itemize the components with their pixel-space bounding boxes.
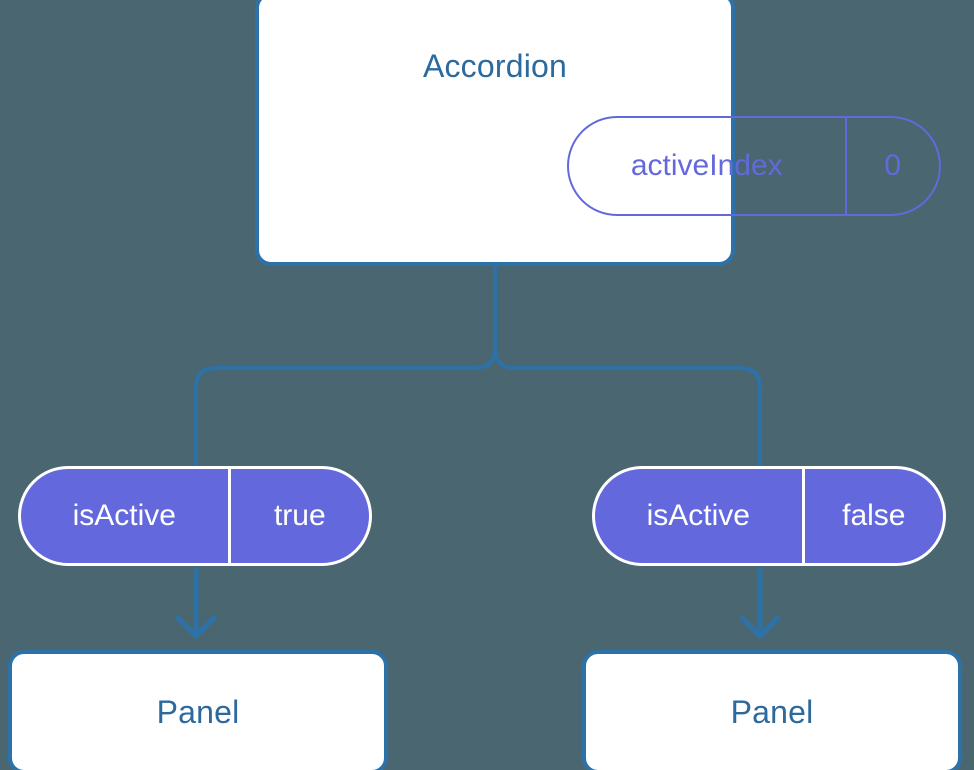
prop-pill-value: false: [842, 499, 906, 532]
component-title-panel: Panel: [730, 693, 814, 730]
prop-pill-is-active-false[interactable]: isActive false: [592, 466, 946, 566]
prop-pill-key: isActive: [595, 469, 805, 563]
component-title-accordion: Accordion: [422, 48, 568, 84]
state-pill-active-index[interactable]: activeIndex 0: [567, 116, 941, 216]
component-card-panel-right[interactable]: Panel: [582, 650, 962, 770]
state-pill-value: 0: [884, 149, 902, 182]
component-card-panel-left[interactable]: Panel: [8, 650, 388, 770]
component-card-accordion[interactable]: Accordion activeIndex 0: [255, 0, 941, 266]
prop-pill-value: true: [273, 499, 326, 532]
state-pill-key: activeIndex: [569, 118, 847, 214]
component-title-panel: Panel: [156, 693, 240, 730]
prop-pill-is-active-true[interactable]: isActive true: [18, 466, 372, 566]
prop-pill-key: isActive: [21, 469, 231, 563]
